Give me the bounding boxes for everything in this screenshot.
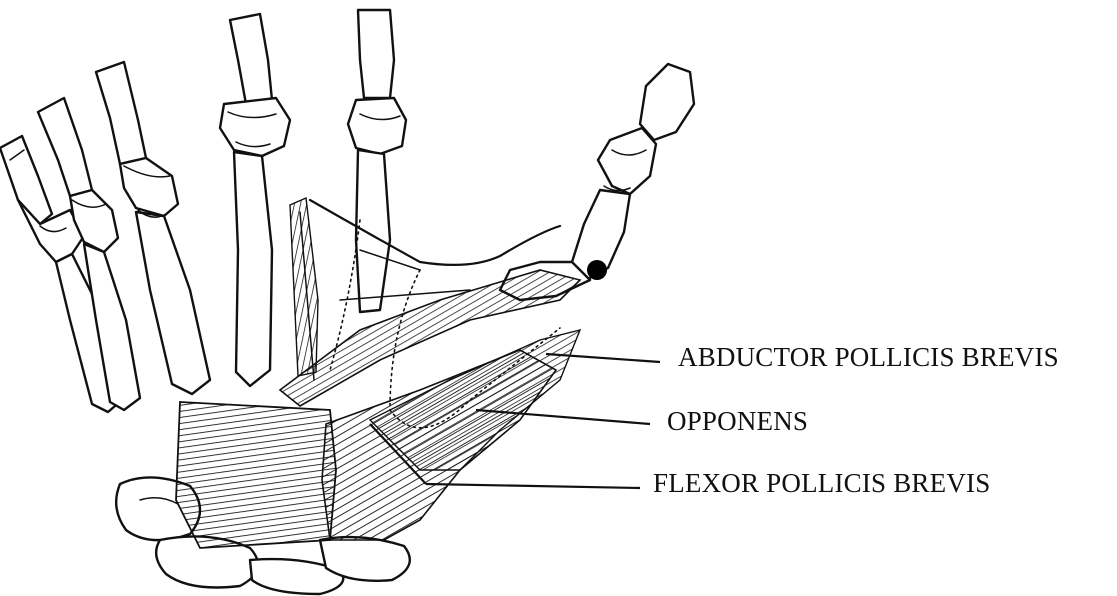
index-finger-bones [220,14,290,386]
marker-dot [587,260,607,280]
label-opponens: OPPONENS [667,406,808,437]
transverse-ligament-hatching [176,402,336,548]
label-abductor-pollicis-brevis: ABDUCTOR POLLICIS BREVIS [678,342,1059,373]
adductor-hatching [290,198,318,376]
leader-line-flexor-horizontal [426,484,640,488]
label-flexor-pollicis-brevis: FLEXOR POLLICIS BREVIS [653,468,990,499]
second-finger-bones [348,10,406,312]
